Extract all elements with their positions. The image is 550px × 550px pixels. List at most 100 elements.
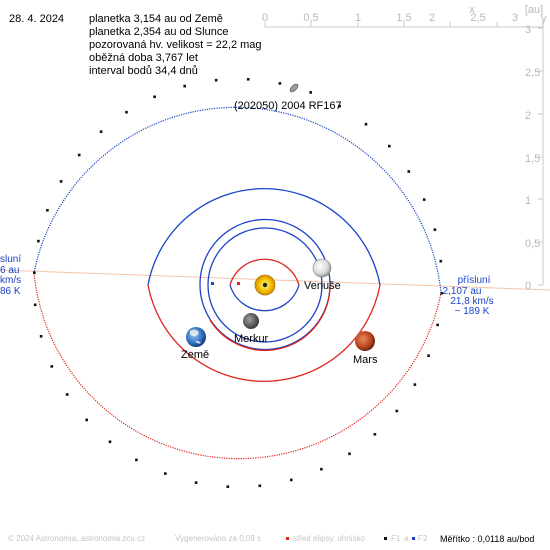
earth-orbit: [209, 284, 331, 352]
apsides-line: [0, 269, 550, 291]
orbit-point: [77, 153, 81, 157]
y-tick-label: 1: [525, 195, 531, 207]
copyright: © 2024 Astronomia, astronomia.zcu.cz: [8, 534, 145, 543]
orbit-point: [164, 472, 167, 475]
legend-f2-text: F2: [418, 534, 428, 543]
svg-text:přísluní: přísluní: [458, 275, 491, 286]
venus-orbit: [207, 227, 323, 343]
venus: [312, 258, 332, 278]
orbit-point: [183, 84, 186, 88]
orbit-point: [108, 440, 112, 444]
x-tick-label: 2: [429, 12, 435, 24]
earth-orbit: [199, 218, 331, 351]
x-tick-label: 0: [262, 12, 268, 24]
orbit-point: [125, 110, 128, 114]
scale-label: Měřítko : 0,0118 au/bod: [440, 534, 534, 544]
axes: [264, 22, 544, 286]
orbit-point: [427, 354, 430, 357]
legend-center-swatch: [286, 537, 289, 540]
orbit-point: [37, 239, 40, 243]
mars: [355, 331, 375, 351]
orbit-point: [338, 104, 341, 108]
orbit-point: [46, 209, 49, 212]
orbit-point: [39, 335, 43, 338]
svg-text:6 au: 6 au: [0, 265, 19, 276]
y-tick-label: 2,5: [525, 67, 540, 79]
legend-a-text: a: [404, 534, 409, 543]
footer: © 2024 Astronomia, astronomia.zcu.cz Vyg…: [8, 534, 534, 544]
earth-label: Země: [181, 349, 209, 361]
y-tick-label: 0,5: [525, 238, 540, 250]
info-line: planetka 3,154 au od Země: [89, 13, 223, 25]
orbit-point: [388, 144, 391, 148]
orbit-point: [439, 259, 443, 263]
legend-f2-swatch: [412, 537, 415, 540]
orbit-point: [214, 78, 218, 82]
date-label: 28. 4. 2024: [9, 13, 64, 25]
unit-label: [au]: [525, 4, 543, 16]
legend-f1-text: F1: [391, 534, 401, 543]
x-tick-label: 0,5: [303, 12, 318, 24]
orbit-point: [373, 433, 377, 436]
info-line: interval bodů 34,4 dnů: [89, 65, 198, 77]
asteroid-orbit-lower: [33, 272, 442, 460]
svg-text:km/s: km/s: [0, 275, 21, 286]
venus-label: Venuše: [304, 280, 341, 292]
svg-text:~ 189 K: ~ 189 K: [455, 306, 490, 317]
orbit-point: [246, 78, 250, 81]
svg-text:sluní: sluní: [0, 254, 21, 265]
x-tick-label: 3: [512, 12, 518, 24]
mars-orbit: [147, 188, 381, 286]
x-tick-label: 1,5: [396, 12, 411, 24]
orbit-point: [407, 170, 411, 173]
mars-label: Mars: [353, 354, 378, 366]
aphelion-label: sluní 6 au km/s 86 K: [0, 254, 21, 297]
x-tick-label: 1: [355, 12, 361, 24]
mercury: [243, 313, 259, 329]
orbit-point: [436, 323, 439, 327]
asteroid-label: (202050) 2004 RF167: [234, 100, 342, 112]
x-axis-labels: 0 0,5 1 1,5 2 2,5 3 x [au]: [262, 4, 543, 24]
mercury-orbit: [229, 284, 300, 312]
orbit-point: [59, 180, 63, 183]
asteroid-marker: [289, 83, 299, 93]
ellipse-center-marker: [237, 282, 240, 285]
legend-f1-swatch: [384, 537, 387, 540]
svg-text:86 K: 86 K: [0, 286, 21, 297]
svg-text:21,8 km/s: 21,8 km/s: [450, 296, 493, 307]
legend-center-text: střed elipsy, ohnisko: [293, 534, 365, 543]
x-tick-label: 2,5: [470, 12, 485, 24]
orbit-point: [50, 365, 54, 368]
mercury-orbit: [229, 258, 300, 286]
y-tick-label: 2: [525, 110, 531, 122]
perihelion-label: přísluní 2,107 au 21,8 km/s ~ 189 K: [443, 275, 494, 317]
orbit-point: [433, 228, 437, 231]
orbit-point: [99, 130, 103, 133]
orbit-points: [33, 78, 443, 488]
orbit-point: [413, 383, 417, 386]
orbit-point: [320, 467, 323, 471]
earth: [186, 327, 206, 347]
y-axis-labels: y 3 2,5 2 1,5 1 0,5 0: [525, 13, 547, 292]
focus-f2-marker: [211, 282, 214, 285]
orbit-point: [278, 82, 282, 85]
orbit-point: [422, 198, 426, 201]
orbit-point: [135, 458, 138, 462]
y-axis-name: y: [541, 13, 547, 25]
y-tick-label: 3: [525, 24, 531, 36]
orbit-point: [194, 481, 198, 484]
generated-time: Vygenerováno za 0,09 s: [175, 534, 261, 543]
info-line: oběžná doba 3,767 let: [89, 52, 198, 64]
asteroid-orbit-upper: [33, 106, 442, 294]
orbit-point: [364, 122, 368, 126]
orbit-point: [440, 291, 443, 295]
sun: [254, 274, 276, 296]
y-tick-label: 1,5: [525, 153, 540, 165]
info-line: planetka 2,354 au od Slunce: [89, 26, 228, 38]
info-line: pozorovaná hv. velikost = 22,2 mag: [89, 39, 262, 51]
orbit-point: [226, 485, 230, 488]
orbit-point: [33, 271, 36, 275]
orbit-point: [348, 452, 351, 456]
orbit-point: [290, 478, 293, 482]
